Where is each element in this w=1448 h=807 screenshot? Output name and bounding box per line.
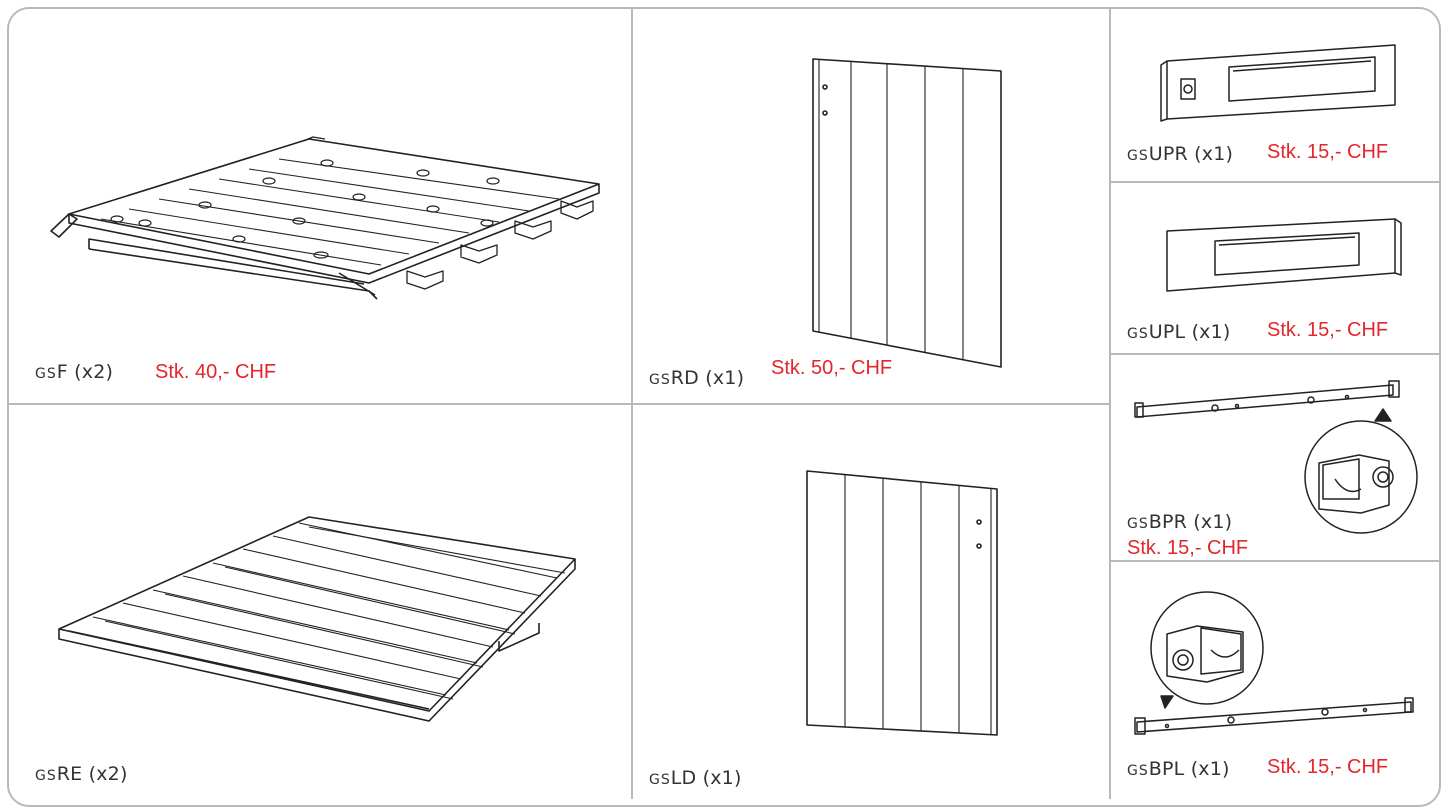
part-qty: (x2) <box>88 763 128 785</box>
price-upl: Stk. 15,- CHF <box>1267 319 1389 341</box>
part-code: F <box>56 361 68 383</box>
part-qty: (x1) <box>702 767 742 789</box>
part-code: BPL <box>1148 758 1185 780</box>
part-code: RE <box>56 763 83 785</box>
divider <box>9 403 1111 405</box>
part-prefix: GS <box>1127 148 1149 164</box>
upper-profile-right-illustration <box>1160 44 1396 122</box>
part-label-bpl: GSBPL (x1) <box>1127 758 1230 780</box>
floor-panel-illustration <box>50 136 600 300</box>
divider <box>1109 560 1439 562</box>
part-cell-f: GSF (x2) Stk. 40,- CHF <box>9 9 631 403</box>
right-door-illustration <box>812 58 1002 368</box>
part-label-rd: GSRD (x1) <box>649 367 744 389</box>
part-cell-bpr: GSBPR (x1) Stk. 15,- CHF <box>1111 355 1439 560</box>
part-cell-ld: GSLD (x1) <box>633 405 1109 799</box>
bottom-profile-left-illustration <box>1134 591 1414 735</box>
part-prefix: GS <box>1127 326 1149 342</box>
part-label-upl: GSUPL (x1) <box>1127 321 1231 343</box>
price-bpl: Stk. 15,- CHF <box>1267 756 1389 778</box>
part-qty: (x1) <box>1190 758 1230 780</box>
part-cell-upr: GSUPR (x1) Stk. 15,- CHF <box>1111 9 1439 181</box>
price-bpr: Stk. 15,- CHF <box>1127 537 1249 559</box>
part-prefix: GS <box>35 768 57 784</box>
part-qty: (x2) <box>74 361 114 383</box>
part-cell-upl: GSUPL (x1) Stk. 15,- CHF <box>1111 183 1439 353</box>
part-qty: (x1) <box>1194 143 1234 165</box>
divider <box>1109 353 1439 355</box>
part-cell-re: GSRE (x2) <box>9 405 631 799</box>
parts-sheet: GSF (x2) Stk. 40,- CHF <box>7 7 1441 807</box>
part-label-f: GSF (x2) <box>35 361 113 383</box>
part-label-bpr: GSBPR (x1) <box>1127 511 1232 533</box>
part-code: UPR <box>1148 143 1188 165</box>
price-rd: Stk. 50,- CHF <box>771 357 893 379</box>
roof-panel-illustration <box>58 516 576 722</box>
part-prefix: GS <box>1127 516 1149 532</box>
part-prefix: GS <box>649 372 671 388</box>
divider <box>1109 181 1439 183</box>
left-door-illustration <box>806 470 998 736</box>
part-qty: (x1) <box>1193 511 1233 533</box>
part-cell-rd: GSRD (x1) Stk. 50,- CHF <box>633 9 1109 403</box>
part-cell-bpl: GSBPL (x1) Stk. 15,- CHF <box>1111 562 1439 799</box>
part-code: LD <box>670 767 697 789</box>
part-prefix: GS <box>649 772 671 788</box>
bottom-profile-right-illustration <box>1134 380 1418 534</box>
part-prefix: GS <box>35 366 57 382</box>
part-label-ld: GSLD (x1) <box>649 767 742 789</box>
price-upr: Stk. 15,- CHF <box>1267 141 1389 163</box>
part-code: RD <box>670 367 699 389</box>
part-prefix: GS <box>1127 763 1149 779</box>
part-code: UPL <box>1148 321 1186 343</box>
part-label-upr: GSUPR (x1) <box>1127 143 1233 165</box>
part-code: BPR <box>1148 511 1188 533</box>
part-label-re: GSRE (x2) <box>35 763 128 785</box>
part-qty: (x1) <box>1191 321 1231 343</box>
price-f: Stk. 40,- CHF <box>155 361 277 383</box>
upper-profile-left-illustration <box>1166 218 1402 292</box>
part-qty: (x1) <box>705 367 745 389</box>
